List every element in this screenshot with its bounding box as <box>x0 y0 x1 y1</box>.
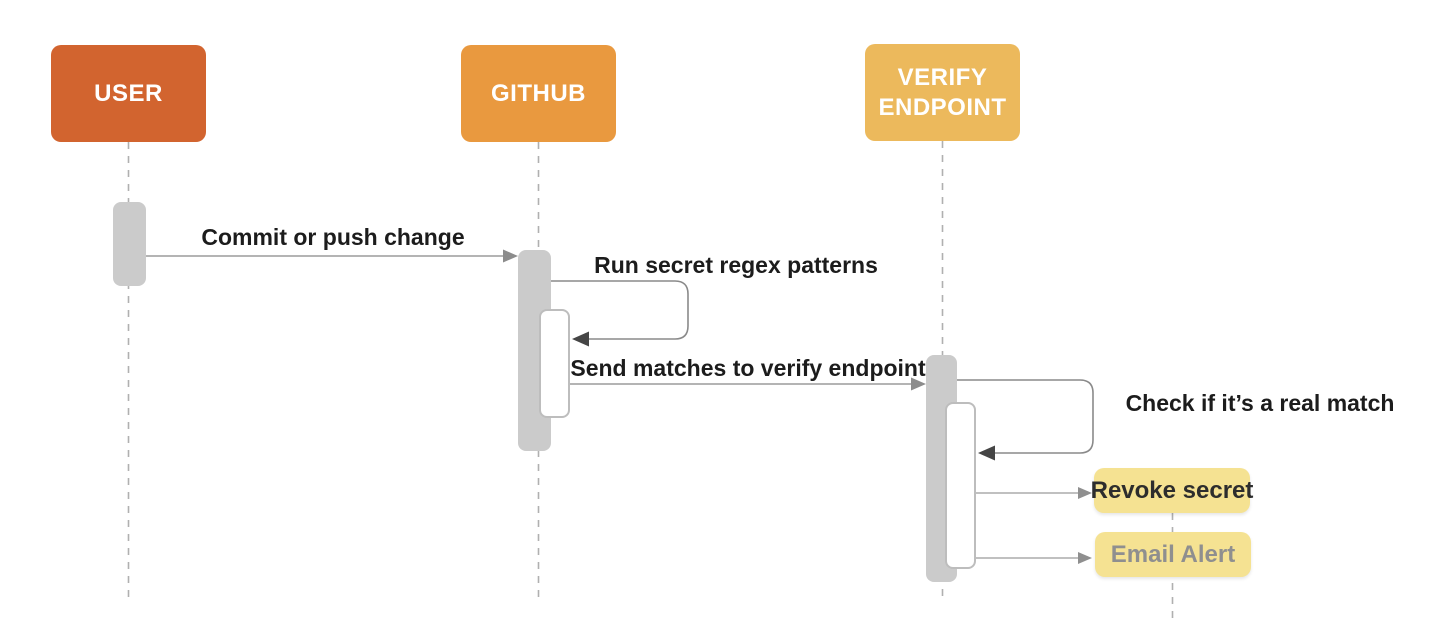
actor-github-label: GITHUB <box>491 79 586 107</box>
self-loop-run-secret-regex <box>551 280 689 347</box>
arrowhead-right-icon <box>503 249 518 263</box>
message-label-commit-or-push-change: Commit or push change <box>201 224 465 250</box>
action-email-alert-label: Email Alert <box>1110 540 1236 568</box>
message-label-send-matches-to-verify-endpoint: Send matches to verify endpoint <box>570 355 926 381</box>
actor-user-label: USER <box>94 79 163 107</box>
actor-verify-endpoint: VERIFY ENDPOINT <box>865 44 1020 141</box>
message-label-check-if-real-match: Check if it’s a real match <box>1125 390 1395 416</box>
action-box-email-alert: Email Alert <box>1095 532 1251 577</box>
action-box-revoke-secret: Revoke secret <box>1091 468 1253 513</box>
arrow-revoke-secret <box>976 487 1092 499</box>
arrowhead-right-icon <box>1078 552 1092 564</box>
activation-bar-github-nested <box>539 309 570 418</box>
arrowhead-left-icon <box>978 445 995 461</box>
arrowhead-left-icon <box>572 331 589 347</box>
actor-github: GITHUB <box>461 45 616 142</box>
message-label-run-secret-regex-patterns: Run secret regex patterns <box>594 252 878 278</box>
arrow-commit-or-push-change <box>146 249 518 263</box>
activation-bar-verify-nested <box>945 402 976 569</box>
action-revoke-secret-label: Revoke secret <box>1090 476 1254 504</box>
actor-verify-endpoint-label: VERIFY ENDPOINT <box>878 63 1007 121</box>
activation-bar-user <box>113 202 146 286</box>
self-loop-check-real-match <box>957 379 1094 461</box>
arrow-email-alert <box>976 552 1092 564</box>
actor-user: USER <box>51 45 206 142</box>
